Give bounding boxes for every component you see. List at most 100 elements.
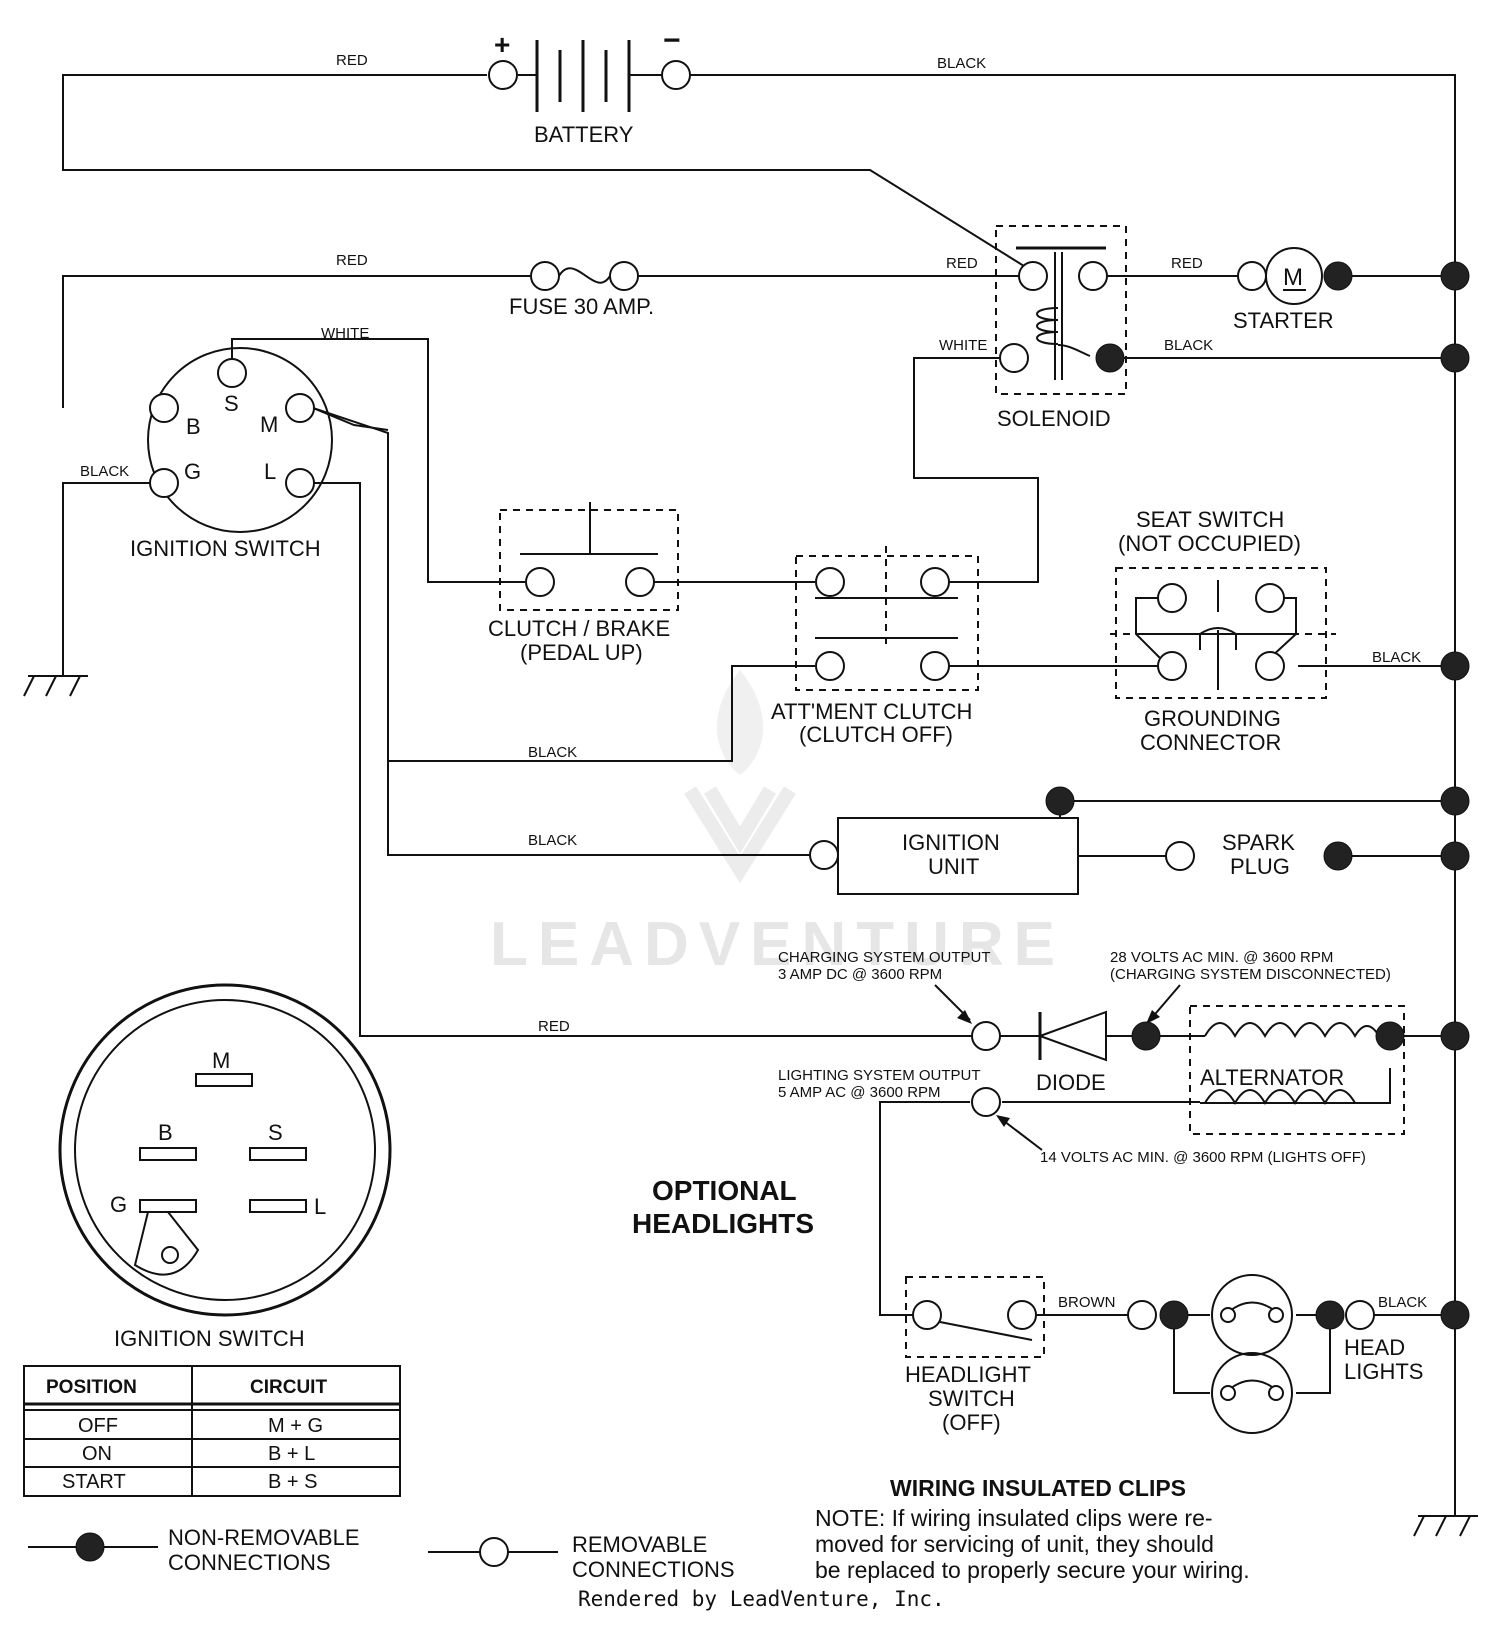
- wire-label-red-starter: RED: [1171, 255, 1203, 272]
- table-cell: B + L: [268, 1443, 315, 1465]
- table-cell: M + G: [268, 1415, 323, 1437]
- clutch-brake-switch: CLUTCH / BRAKE (PEDAL UP): [488, 502, 679, 665]
- attachment-clutch-switch: ATT'MENT CLUTCH (CLUTCH OFF): [771, 546, 979, 747]
- note-line-2: moved for servicing of unit, they should: [815, 1531, 1214, 1557]
- seat-switch-terminal-bottom-left: [1157, 651, 1187, 681]
- headlight-switch-label-line2: SWITCH: [928, 1386, 1015, 1411]
- solenoid-ground-connection: [1095, 343, 1125, 373]
- watermark-text: LEADVENTURE: [490, 910, 1065, 979]
- grounding-label-line2: CONNECTOR: [1140, 730, 1281, 755]
- solenoid-housing: [995, 225, 1127, 395]
- seat-switch-label-line2: (NOT OCCUPIED): [1118, 531, 1301, 556]
- starter-motor-letter: M: [1283, 264, 1303, 291]
- table-cell: ON: [82, 1443, 112, 1465]
- headlight-bulb-upper-icon: [1211, 1274, 1293, 1356]
- alternator-upper-coil-icon: [1204, 1022, 1380, 1038]
- legend-removable-line2: CONNECTIONS: [572, 1557, 735, 1582]
- note-line-1: NOTE: If wiring insulated clips were re-: [815, 1505, 1213, 1531]
- wire-label-white-solenoid: WHITE: [939, 337, 987, 354]
- ignition-terminal-l: [285, 468, 315, 498]
- bus-connection-starter: [1440, 261, 1470, 291]
- ground-bus-connections: [1440, 261, 1470, 1330]
- lighting-output-line1: LIGHTING SYSTEM OUTPUT: [778, 1067, 981, 1084]
- bus-connection-headlights: [1440, 1300, 1470, 1330]
- solenoid-label: SOLENOID: [997, 406, 1111, 431]
- ignition-switch-label: IGNITION SWITCH: [130, 536, 321, 561]
- headlight-terminal-left: [1127, 1300, 1157, 1330]
- ground-symbol-left: [23, 675, 88, 697]
- bus-connection-alternator: [1440, 1021, 1470, 1051]
- wire-label-red-fuse: RED: [336, 252, 368, 269]
- attclutch-terminal-top-left: [815, 567, 845, 597]
- headlight-connection-right: [1315, 1300, 1345, 1330]
- wiring-note: WIRING INSULATED CLIPS NOTE: If wiring i…: [815, 1475, 1250, 1583]
- ignition-unit-ground-connection: [1045, 786, 1075, 816]
- bus-connection-spark: [1440, 841, 1470, 871]
- ignition-unit-body: [837, 817, 1079, 895]
- wire-lights-parallel-right: [1296, 1315, 1331, 1394]
- starter-terminal: [1237, 261, 1267, 291]
- headlight-switch-housing: [905, 1276, 1045, 1358]
- switch-detail-title: IGNITION SWITCH: [114, 1326, 305, 1351]
- seat-switch-plunger-icon: [1199, 627, 1237, 650]
- wire-black-to-ignition-unit: [387, 440, 810, 856]
- bus-connection-ignition-unit: [1440, 786, 1470, 816]
- legend-removable-line1: REMOVABLE: [572, 1532, 707, 1557]
- optional-headlights-line1: OPTIONAL: [652, 1175, 797, 1206]
- solenoid-terminal-white: [999, 343, 1029, 373]
- clutch-brake-terminal-left: [525, 567, 555, 597]
- watermark: LEADVENTURE: [490, 670, 1065, 979]
- alternator-label: ALTERNATOR: [1200, 1065, 1344, 1090]
- note-title: WIRING INSULATED CLIPS: [890, 1475, 1186, 1501]
- headlight-switch-terminal-right: [1007, 1300, 1037, 1330]
- head-lights-label-line2: LIGHTS: [1344, 1359, 1423, 1384]
- legend-non-removable-line1: NON-REMOVABLE: [168, 1525, 360, 1550]
- headlight-switch-lever: [939, 1321, 1033, 1341]
- ignition-unit-label-line2: UNIT: [928, 854, 979, 879]
- seat-switch-terminal-top-right: [1255, 583, 1285, 613]
- wire-label-red-solenoid-in: RED: [946, 255, 978, 272]
- ignition-terminal-b: [149, 393, 179, 423]
- ignition-label-l: L: [264, 459, 276, 484]
- charging-system: CHARGING SYSTEM OUTPUT 3 AMP DC @ 3600 R…: [778, 949, 1405, 1166]
- legend: NON-REMOVABLE CONNECTIONS REMOVABLE CONN…: [28, 1525, 735, 1582]
- battery-minus-icon: −: [663, 24, 681, 57]
- alternator-lower-coil-icon: [1204, 1089, 1356, 1105]
- seat-switch-terminal-top-left: [1157, 583, 1187, 613]
- headlight-switch: HEADLIGHT SWITCH (OFF): [905, 1276, 1045, 1435]
- lighting-output-terminal: [971, 1087, 1001, 1117]
- bus-connection-seat: [1440, 651, 1470, 681]
- table-cell: START: [62, 1471, 126, 1493]
- charging-output-line1: CHARGING SYSTEM OUTPUT: [778, 949, 991, 966]
- switch-detail-slot-m: [195, 1073, 253, 1087]
- ignition-unit-label-line1: IGNITION: [902, 830, 1000, 855]
- fuse-terminal-left: [530, 261, 560, 291]
- volts-14-arrow: [999, 1117, 1043, 1151]
- wire-label-red-battery: RED: [336, 52, 368, 69]
- switch-detail-slot-b: [139, 1147, 197, 1161]
- watermark-logo-icon: [684, 786, 796, 884]
- legend-non-removable-line2: CONNECTIONS: [168, 1550, 331, 1575]
- render-credit: Rendered by LeadVenture, Inc.: [578, 1587, 945, 1611]
- optional-headlights-line2: HEADLIGHTS: [632, 1208, 814, 1239]
- ignition-label-b: B: [186, 414, 201, 439]
- switch-detail-label-b: B: [158, 1120, 173, 1145]
- wire-battery-positive: [62, 74, 1041, 277]
- ignition-label-m: M: [260, 412, 278, 437]
- clutch-brake-label-line2: (PEDAL UP): [520, 640, 643, 665]
- starter-label: STARTER: [1233, 308, 1334, 333]
- table-cell: OFF: [78, 1415, 118, 1437]
- switch-detail-label-g: G: [110, 1192, 127, 1217]
- legend-non-removable-icon: [75, 1532, 105, 1562]
- ignition-label-g: G: [184, 459, 201, 484]
- battery-label: BATTERY: [534, 122, 634, 147]
- headlight-bulb-lower-icon: [1211, 1352, 1293, 1434]
- wire-label-black-headlights: BLACK: [1378, 1294, 1427, 1311]
- fuse: FUSE 30 AMP.: [509, 261, 654, 319]
- switch-detail-slot-g: [139, 1199, 197, 1213]
- wire-label-black-solenoid: BLACK: [1164, 337, 1213, 354]
- switch-detail-label-l: L: [314, 1194, 326, 1219]
- clutch-brake-terminal-right: [625, 567, 655, 597]
- attclutch-housing: [795, 555, 979, 691]
- bus-connection-solenoid: [1440, 343, 1470, 373]
